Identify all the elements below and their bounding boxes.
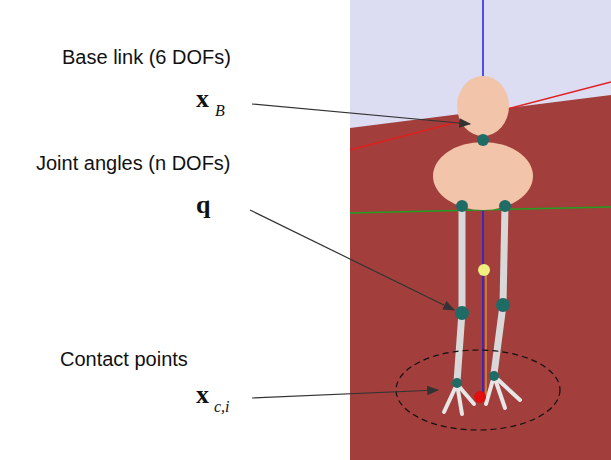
part-name: Contact points	[60, 348, 188, 371]
part-name: Base link (6 DOFs)	[62, 46, 231, 69]
math-symbol: q	[196, 190, 210, 220]
math-subscript: c,i	[214, 398, 230, 416]
math-symbol: x	[196, 84, 209, 114]
math-subscript: B	[215, 102, 225, 120]
math-symbol: x	[196, 380, 209, 410]
part-name: Joint angles (n DOFs)	[36, 152, 231, 175]
